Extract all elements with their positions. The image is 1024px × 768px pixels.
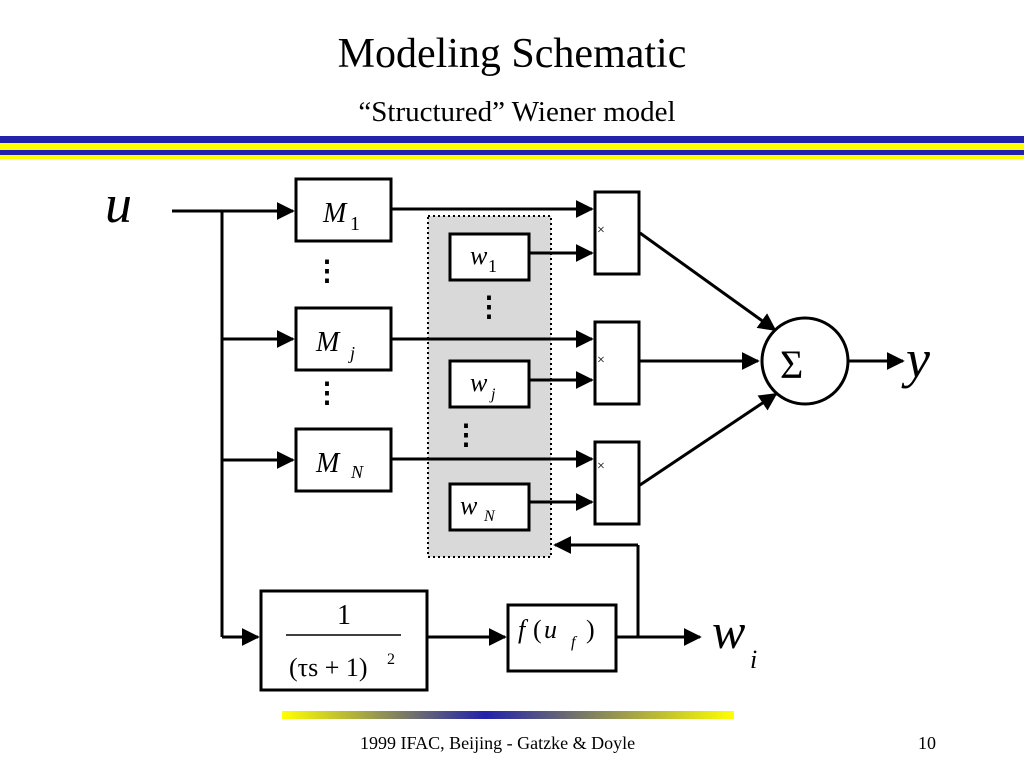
svg-text:w: w — [470, 368, 488, 397]
svg-text:×: × — [597, 353, 605, 368]
input-label-u: u — [105, 174, 132, 234]
weight-output-label: w — [712, 603, 745, 659]
page-number: 10 — [918, 733, 936, 753]
model-block-j: M j — [294, 306, 393, 372]
svg-text:1: 1 — [350, 213, 360, 235]
output-label-y: y — [901, 329, 930, 389]
nonlinearity-output-wires — [553, 536, 702, 646]
multiplier-N: × — [593, 440, 641, 526]
svg-text:j: j — [348, 343, 355, 363]
svg-text:j: j — [489, 386, 496, 403]
filter-block: 1 (τs + 1) 2 — [259, 589, 429, 692]
svg-text:u: u — [544, 615, 557, 644]
header-stripe-blue-2 — [0, 150, 1024, 155]
svg-text:N: N — [483, 508, 496, 525]
svg-text:): ) — [586, 615, 595, 644]
svg-text:f: f — [571, 634, 578, 651]
models-ellipsis-1: ⋮ — [313, 256, 341, 287]
svg-text:1: 1 — [337, 600, 351, 631]
slide-title: Modeling Schematic — [337, 31, 687, 77]
svg-text:×: × — [597, 223, 605, 238]
svg-text:w: w — [470, 241, 488, 270]
nonlinearity-block: f ( u f ) — [506, 603, 618, 673]
svg-text:f: f — [518, 615, 529, 644]
header-stripe-blue-1 — [0, 136, 1024, 143]
weights-ellipsis-2: ⋮ — [452, 420, 480, 451]
svg-text:M: M — [315, 448, 341, 479]
multiplier-j: × — [593, 320, 641, 406]
weight-block-N: w N — [448, 482, 531, 532]
svg-text:Σ: Σ — [780, 342, 803, 387]
multiplier-to-sum-wires — [639, 231, 778, 487]
svg-text:(τs + 1): (τs + 1) — [289, 653, 368, 682]
header-stripe-yellow-2 — [0, 155, 1024, 159]
svg-text:×: × — [597, 459, 605, 474]
svg-text:2: 2 — [387, 651, 395, 668]
slide-subtitle: “Structured” Wiener model — [358, 96, 676, 128]
models-ellipsis-2: ⋮ — [313, 378, 341, 409]
model-block-N: M N — [294, 427, 393, 493]
svg-text:M: M — [322, 198, 348, 229]
svg-text:N: N — [350, 462, 364, 482]
svg-text:M: M — [315, 327, 341, 358]
svg-text:w: w — [460, 491, 478, 520]
weight-to-multiplier-wires — [529, 244, 594, 511]
header-stripe-yellow-1 — [0, 143, 1024, 150]
multiplier-1: × — [593, 190, 641, 276]
summation-junction: Σ — [760, 316, 850, 406]
svg-text:(: ( — [533, 615, 542, 644]
model-to-multiplier-wires — [391, 200, 594, 468]
footer-text: 1999 IFAC, Beijing - Gatzke & Doyle — [360, 733, 636, 753]
svg-text:1: 1 — [488, 256, 497, 276]
weights-ellipsis-1: ⋮ — [475, 292, 503, 323]
footer-gradient-bar — [282, 711, 734, 719]
model-block-1: M 1 — [294, 177, 393, 243]
weight-block-j: w j — [448, 359, 531, 409]
input-wiring — [172, 202, 295, 646]
weight-block-1: w 1 — [448, 232, 531, 282]
weight-output-subscript: i — [750, 645, 757, 674]
